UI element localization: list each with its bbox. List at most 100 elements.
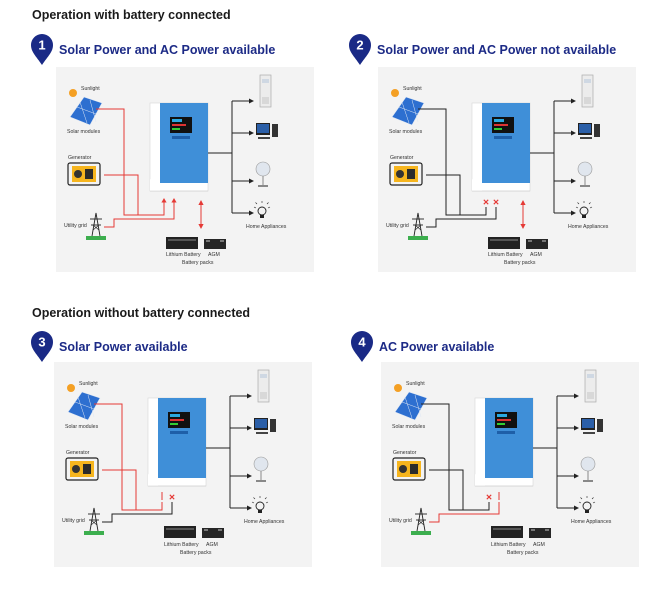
home-appliances-label: Home Appliances (244, 519, 285, 525)
generator-label: Generator (66, 450, 90, 456)
lithium-battery-label: Lithium Battery (166, 252, 201, 258)
battery-packs-label: Battery packs (504, 260, 536, 266)
flow-arrow-icon (171, 198, 177, 203)
solar-modules-label: Solar modules (67, 129, 101, 135)
utility-grid-label: Utility grid (389, 518, 412, 524)
generator-label: Generator (393, 450, 417, 456)
section-title-without-battery: Operation without battery connected (32, 306, 251, 320)
lithium-battery-icon (166, 237, 198, 249)
scenario-number: 4 (358, 335, 366, 350)
fan-icon (577, 161, 593, 187)
utility-tower-icon (86, 212, 106, 240)
generator-label: Generator (68, 155, 92, 161)
generator-label: Generator (390, 155, 414, 161)
blocked-x-mark (483, 199, 489, 205)
generator-icon (67, 162, 101, 186)
light-bulb-icon (253, 201, 271, 218)
battery-flow-arrow (198, 200, 204, 229)
scenario-2-header: 2 Solar Power and AC Power not available (348, 34, 616, 66)
battery-packs-label: Battery packs (507, 550, 539, 556)
system-diagram: Sunlight Solar modules Generator Utility… (386, 74, 609, 266)
utility-tower-icon (84, 507, 104, 535)
lithium-battery-label: Lithium Battery (164, 542, 199, 548)
air-conditioner-icon (259, 74, 272, 108)
lithium-battery-label: Lithium Battery (488, 252, 523, 258)
diagram-panel-4: Sunlight Solar modules Generator Utility… (381, 362, 639, 567)
generator-icon (65, 457, 99, 481)
solar-modules-label: Solar modules (392, 424, 426, 430)
number-pin-icon: 1 (31, 34, 53, 65)
diagram-panel-1: Sunlight Solar modules Generator Utility… (56, 67, 314, 272)
scenario-number: 1 (38, 38, 45, 53)
agm-label: AGM (208, 252, 220, 258)
generator-icon (392, 457, 426, 481)
battery-packs-label: Battery packs (182, 260, 214, 266)
solar-panel-icon (391, 96, 425, 126)
battery-packs: Lithium Battery AGM Battery packs (164, 526, 224, 556)
battery-packs: Lithium Battery AGM Battery packs (491, 526, 551, 556)
number-pin-icon: 3 (31, 331, 53, 362)
light-bulb-icon (251, 496, 269, 513)
lithium-battery-label: Lithium Battery (491, 542, 526, 548)
home-appliances-label: Home Appliances (568, 224, 609, 230)
agm-battery-icon (526, 239, 548, 249)
computer-icon (581, 418, 603, 434)
flow-arrow-icon (161, 198, 167, 203)
scenario-title: Solar Power and AC Power available (59, 43, 276, 57)
utility-grid-label: Utility grid (62, 518, 85, 524)
sunlight-label: Sunlight (81, 86, 100, 92)
solar-panel-icon (394, 391, 428, 421)
lithium-battery-icon (488, 237, 520, 249)
lithium-battery-icon (491, 526, 523, 538)
inverter-icon (147, 397, 207, 487)
utility-grid-label: Utility grid (64, 223, 87, 229)
agm-battery-icon (529, 528, 551, 538)
blocked-x-mark (486, 494, 492, 500)
home-appliances-label: Home Appliances (571, 519, 612, 525)
scenario-3-header: 3 Solar Power available (30, 331, 188, 363)
diagram-panel-3: Sunlight Solar modules Generator Utility… (54, 362, 312, 567)
agm-battery-icon (202, 528, 224, 538)
computer-icon (578, 123, 600, 139)
inverter-icon (149, 102, 209, 192)
light-bulb-icon (575, 201, 593, 218)
agm-label: AGM (530, 252, 542, 258)
sun-icon (69, 89, 77, 97)
air-conditioner-icon (584, 369, 597, 403)
computer-icon (256, 123, 278, 139)
air-conditioner-icon (581, 74, 594, 108)
utility-grid-label: Utility grid (386, 223, 409, 229)
computer-icon (254, 418, 276, 434)
solar-panel-icon (67, 391, 101, 421)
home-appliances-label: Home Appliances (246, 224, 287, 230)
sun-icon (391, 89, 399, 97)
air-conditioner-icon (257, 369, 270, 403)
scenario-title: AC Power available (379, 340, 495, 354)
inverter-icon (474, 397, 534, 487)
system-diagram: Sunlight Solar modules Generator Utility… (62, 369, 285, 556)
battery-packs-label: Battery packs (180, 550, 212, 556)
sunlight-label: Sunlight (406, 381, 425, 387)
fan-icon (255, 161, 271, 187)
utility-tower-icon (408, 212, 428, 240)
inverter-icon (471, 102, 531, 192)
blocked-x-mark (169, 494, 175, 500)
fan-icon (253, 456, 269, 482)
battery-packs: Lithium Battery AGM Battery packs (488, 237, 548, 266)
sun-icon (394, 384, 402, 392)
agm-label: AGM (533, 542, 545, 548)
agm-battery-icon (204, 239, 226, 249)
scenario-title: Solar Power available (59, 340, 188, 354)
blocked-x-mark (493, 199, 499, 205)
system-diagram: Sunlight Solar modules Generator Utility… (64, 74, 287, 266)
sunlight-label: Sunlight (79, 381, 98, 387)
scenario-4-header: 4 AC Power available (350, 331, 494, 363)
solar-modules-label: Solar modules (389, 129, 423, 135)
scenario-number: 2 (356, 38, 363, 53)
generator-icon (389, 162, 423, 186)
section-title-with-battery: Operation with battery connected (32, 8, 231, 22)
agm-label: AGM (206, 542, 218, 548)
solar-panel-icon (69, 96, 103, 126)
scenario-number: 3 (38, 335, 45, 350)
scenario-title: Solar Power and AC Power not available (377, 43, 617, 57)
